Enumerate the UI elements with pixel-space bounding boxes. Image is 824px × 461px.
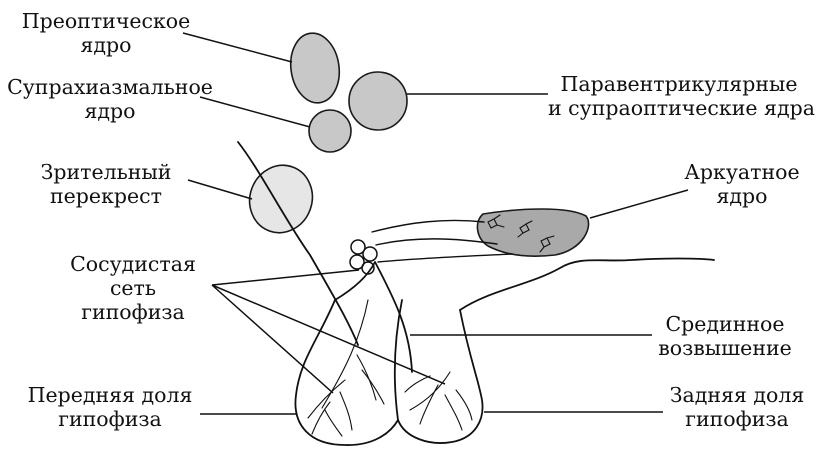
label-optic-chiasm: Зрительный перекрест — [30, 160, 182, 208]
label-text: ядро — [682, 184, 802, 208]
label-text: Срединное — [650, 312, 800, 336]
label-anterior-lobe: Передняя доля гипофиза — [22, 383, 198, 431]
label-text: Супрахиазмальное — [4, 75, 216, 99]
optic-chiasm — [240, 156, 322, 241]
label-text: сеть — [58, 276, 208, 300]
label-text: Аркуатное — [682, 160, 802, 184]
arcuate-nucleus — [477, 209, 588, 256]
paraventricular-supraoptic-nucleus — [349, 72, 407, 130]
label-text: возвышение — [650, 336, 800, 360]
label-text: ядро — [4, 99, 216, 123]
label-posterior-lobe: Задняя доля гипофиза — [662, 383, 812, 431]
label-text: Сосудистая — [58, 252, 208, 276]
label-text: перекрест — [30, 184, 182, 208]
label-text: гипофиза — [58, 300, 208, 324]
label-text: Передняя доля — [22, 383, 198, 407]
label-preoptic-nucleus: Преоптическое ядро — [20, 9, 192, 57]
suprachiasmatic-nucleus — [309, 110, 351, 152]
label-text: Зрительный — [30, 160, 182, 184]
label-text: гипофиза — [22, 407, 198, 431]
label-text: Паравентрикулярные — [548, 72, 810, 96]
label-median-eminence: Срединное возвышение — [650, 312, 800, 360]
preoptic-nucleus — [286, 30, 343, 106]
label-text: ядро — [20, 33, 192, 57]
label-suprachiasmatic-nucleus: Супрахиазмальное ядро — [4, 75, 216, 123]
label-arcuate-nucleus: Аркуатное ядро — [682, 160, 802, 208]
portal-capillary-loops — [350, 240, 377, 274]
label-text: и супраоптические ядра — [548, 96, 810, 120]
label-text: Преоптическое — [20, 9, 192, 33]
label-paraventricular-nuclei: Паравентрикулярные и супраоптические ядр… — [548, 72, 810, 120]
label-vascular-network: Сосудистая сеть гипофиза — [58, 252, 208, 324]
label-text: Задняя доля — [662, 383, 812, 407]
vascular-branches — [308, 300, 472, 436]
label-text: гипофиза — [662, 407, 812, 431]
pituitary-gland — [295, 300, 482, 445]
